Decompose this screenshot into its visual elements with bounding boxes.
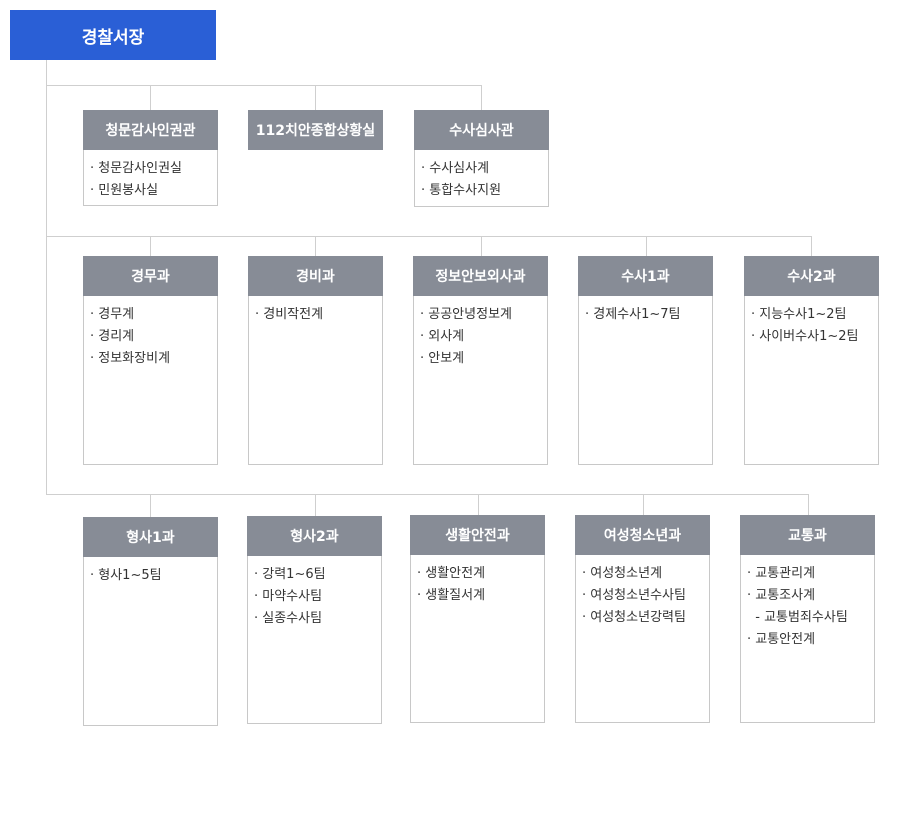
- dept-box: 경무과 · 경무계 · 경리계 · 정보화장비계: [83, 256, 218, 465]
- dept-item: · 통합수사지원: [421, 183, 502, 198]
- dept-header: 청문감사인권관: [83, 110, 218, 150]
- dept-body: · 경제수사1~7팀: [578, 296, 713, 465]
- dept-header: 교통과: [740, 515, 875, 555]
- dept-item: - 교통범죄수사팀: [747, 610, 848, 625]
- drop-line: [150, 494, 151, 517]
- dept-box: 여성청소년과 · 여성청소년계 · 여성청소년수사팀 · 여성청소년강력팀: [575, 515, 710, 723]
- dept-box: 청문감사인권관 · 청문감사인권실 · 민원봉사실: [83, 110, 218, 206]
- dept-body: · 교통관리계 · 교통조사계 - 교통범죄수사팀 · 교통안전계: [740, 555, 875, 723]
- dept-item: · 안보계: [420, 351, 465, 366]
- dept-item: · 교통안전계: [747, 632, 816, 647]
- dept-box: 수사1과 · 경제수사1~7팀: [578, 256, 713, 465]
- drop-line: [478, 494, 479, 515]
- dept-body: · 생활안전계 · 생활질서계: [410, 555, 545, 723]
- dept-box: 112치안종합상황실: [248, 110, 383, 150]
- dept-body: · 청문감사인권실 · 민원봉사실: [83, 150, 218, 206]
- drop-line: [150, 85, 151, 110]
- drop-line: [481, 85, 482, 110]
- dept-box: 생활안전과 · 생활안전계 · 생활질서계: [410, 515, 545, 723]
- dept-item: · 외사계: [420, 329, 465, 344]
- drop-line: [646, 236, 647, 256]
- drop-line: [315, 494, 316, 516]
- dept-item: · 지능수사1~2팀: [751, 307, 847, 322]
- dept-body: · 공공안녕정보계 · 외사계 · 안보계: [413, 296, 548, 465]
- drop-line: [315, 85, 316, 110]
- dept-body: · 지능수사1~2팀 · 사이버수사1~2팀: [744, 296, 879, 465]
- chief-box: 경찰서장: [10, 10, 216, 60]
- dept-header: 형사2과: [247, 516, 382, 556]
- dept-item: · 형사1~5팀: [90, 568, 162, 583]
- dept-body: · 형사1~5팀: [83, 557, 218, 726]
- drop-line: [315, 236, 316, 256]
- dept-header: 생활안전과: [410, 515, 545, 555]
- dept-body: · 강력1~6팀 · 마약수사팀 · 실종수사팀: [247, 556, 382, 724]
- dept-header: 수사2과: [744, 256, 879, 296]
- dept-item: · 수사심사계: [421, 161, 490, 176]
- dept-header: 정보안보외사과: [413, 256, 548, 296]
- dept-item: · 경제수사1~7팀: [585, 307, 681, 322]
- drop-line: [811, 236, 812, 256]
- drop-line: [150, 236, 151, 256]
- dept-header: 경무과: [83, 256, 218, 296]
- dept-item: · 청문감사인권실: [90, 161, 182, 176]
- row3-connector: [46, 494, 808, 495]
- dept-box: 수사심사관 · 수사심사계 · 통합수사지원: [414, 110, 549, 207]
- dept-box: 경비과 · 경비작전계: [248, 256, 383, 465]
- dept-header: 경비과: [248, 256, 383, 296]
- dept-header: 형사1과: [83, 517, 218, 557]
- dept-item: · 경리계: [90, 329, 135, 344]
- dept-box: 수사2과 · 지능수사1~2팀 · 사이버수사1~2팀: [744, 256, 879, 465]
- dept-header: 112치안종합상황실: [248, 110, 383, 150]
- dept-box: 형사1과 · 형사1~5팀: [83, 517, 218, 726]
- dept-header: 수사1과: [578, 256, 713, 296]
- dept-item: · 경무계: [90, 307, 135, 322]
- dept-header: 여성청소년과: [575, 515, 710, 555]
- dept-header: 수사심사관: [414, 110, 549, 150]
- dept-box: 교통과 · 교통관리계 · 교통조사계 - 교통범죄수사팀 · 교통안전계: [740, 515, 875, 723]
- dept-item: · 공공안녕정보계: [420, 307, 512, 322]
- drop-line: [808, 494, 809, 515]
- row1-connector: [46, 85, 481, 86]
- dept-item: · 실종수사팀: [254, 611, 323, 626]
- dept-item: · 생활질서계: [417, 588, 486, 603]
- dept-body: · 경비작전계: [248, 296, 383, 465]
- dept-box: 형사2과 · 강력1~6팀 · 마약수사팀 · 실종수사팀: [247, 516, 382, 724]
- dept-body: · 경무계 · 경리계 · 정보화장비계: [83, 296, 218, 465]
- drop-line: [643, 494, 644, 515]
- chief-title: 경찰서장: [81, 27, 145, 48]
- drop-line: [481, 236, 482, 256]
- dept-item: · 생활안전계: [417, 566, 486, 581]
- dept-box: 정보안보외사과 · 공공안녕정보계 · 외사계 · 안보계: [413, 256, 548, 465]
- dept-item: · 여성청소년계: [582, 566, 663, 581]
- dept-item: · 교통조사계: [747, 588, 816, 603]
- dept-item: · 민원봉사실: [90, 183, 159, 198]
- dept-item: · 경비작전계: [255, 307, 324, 322]
- dept-item: · 마약수사팀: [254, 589, 323, 604]
- dept-item: · 강력1~6팀: [254, 567, 326, 582]
- dept-body: · 수사심사계 · 통합수사지원: [414, 150, 549, 207]
- dept-body: · 여성청소년계 · 여성청소년수사팀 · 여성청소년강력팀: [575, 555, 710, 723]
- spine-line: [46, 60, 47, 494]
- row2-connector: [46, 236, 811, 237]
- dept-item: · 교통관리계: [747, 566, 816, 581]
- dept-item: · 여성청소년수사팀: [582, 588, 686, 603]
- dept-item: · 정보화장비계: [90, 351, 171, 366]
- dept-item: · 사이버수사1~2팀: [751, 329, 859, 344]
- dept-item: · 여성청소년강력팀: [582, 610, 686, 625]
